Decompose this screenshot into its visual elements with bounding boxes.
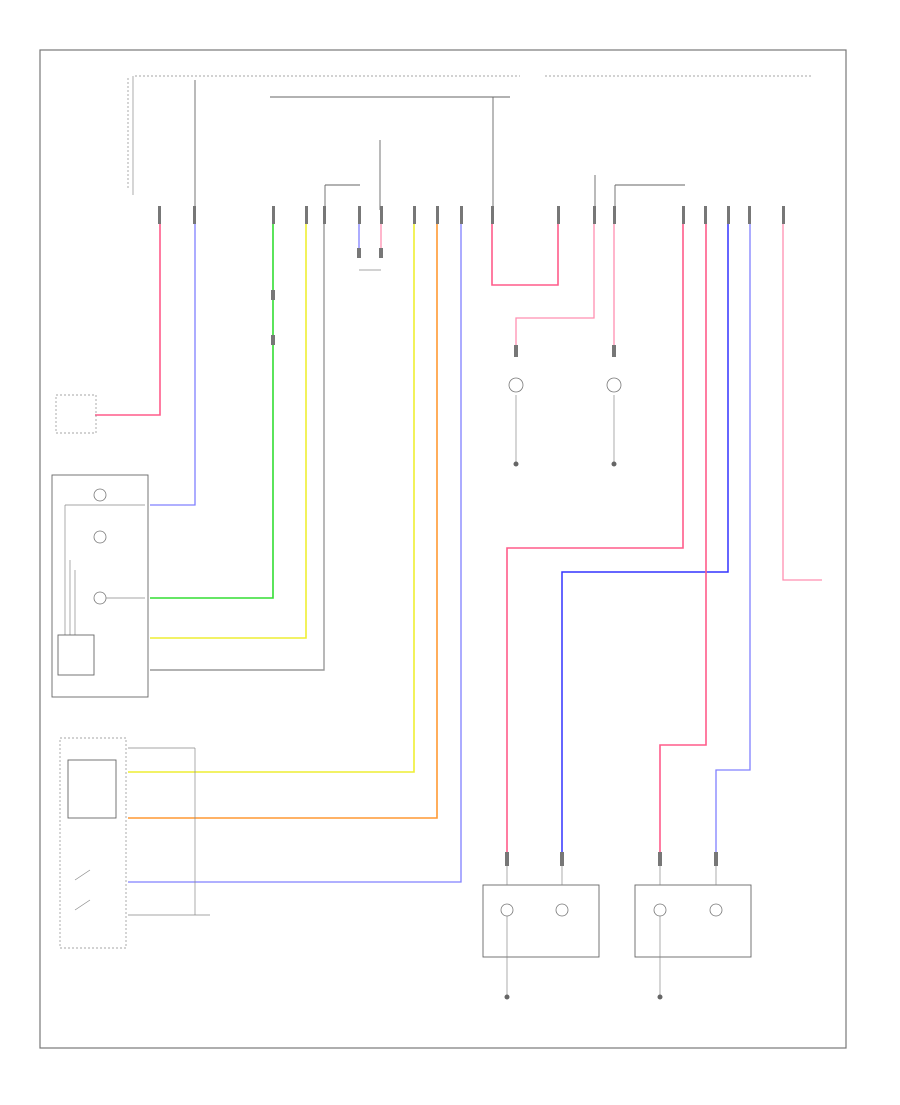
header-lines [127,75,812,215]
left-rear-lamp-box [482,852,600,1000]
turn-switch-box [59,737,210,949]
right-rear-lamp-box [634,852,752,1000]
orange-wire-switch [128,224,438,819]
cluster-internals [57,488,145,676]
blue-wire-switch [128,224,462,883]
red-wire-left [95,224,161,416]
red-wire-right-rear [659,224,707,865]
red-wire-loop [491,224,559,286]
right-front-ground-icon [513,461,519,467]
ground-connector-center [357,224,383,271]
yellow-wire-cluster [150,224,307,639]
blue-wire-left [150,224,196,506]
red-wire-continuation [782,224,822,581]
black-wire-cluster [150,224,325,671]
connector-pins-row [158,206,785,224]
instrument-cluster-box [51,474,149,698]
red-wire-right-front-lamp [515,224,595,350]
blue-wire-left-rear [561,224,729,865]
blue-wire-right-rear [715,224,751,865]
yellow-wire-switch [128,224,415,773]
red-wire-left-rear [506,224,684,865]
left-front-ground-icon [611,461,617,467]
left-front-lamp-pin [612,345,616,357]
green-wire [150,224,274,599]
right-front-lamp-icon [508,377,524,393]
right-front-lamp-pin [514,345,518,357]
green-splice-2 [271,335,275,345]
green-splice [271,290,275,300]
diagram-frame [39,49,847,1049]
module-box-left [55,394,97,434]
left-front-lamp-icon [606,377,622,393]
